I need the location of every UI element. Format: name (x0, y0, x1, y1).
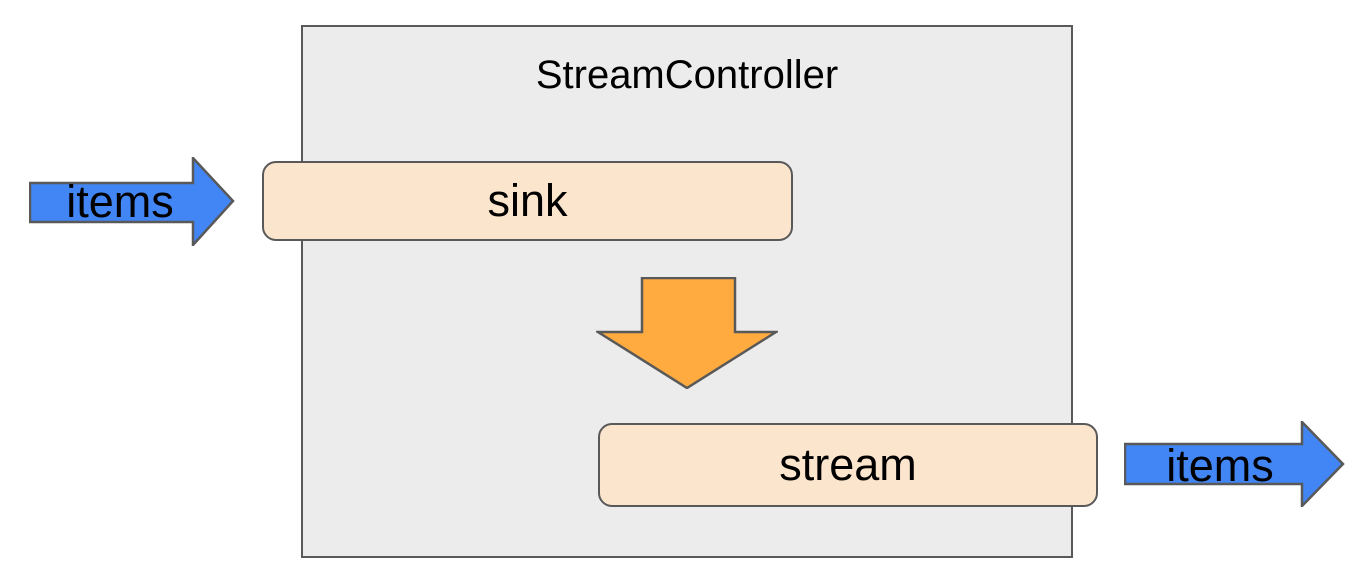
input-items-arrow (29, 157, 235, 246)
sink-node-label: sink (487, 175, 568, 226)
right-arrow-shape (29, 157, 235, 246)
stream-controller-title: StreamController (535, 53, 839, 97)
output-items-label: items (1166, 439, 1274, 491)
stream-node: stream (598, 423, 1098, 507)
down-arrow-shape (596, 277, 778, 389)
output-items-arrow (1124, 421, 1345, 507)
input-items-label: items (66, 176, 174, 227)
stream-node-label: stream (779, 439, 917, 490)
right-arrow-shape (1124, 421, 1345, 507)
transfer-down-arrow (596, 277, 778, 389)
sink-node: sink (262, 161, 793, 241)
